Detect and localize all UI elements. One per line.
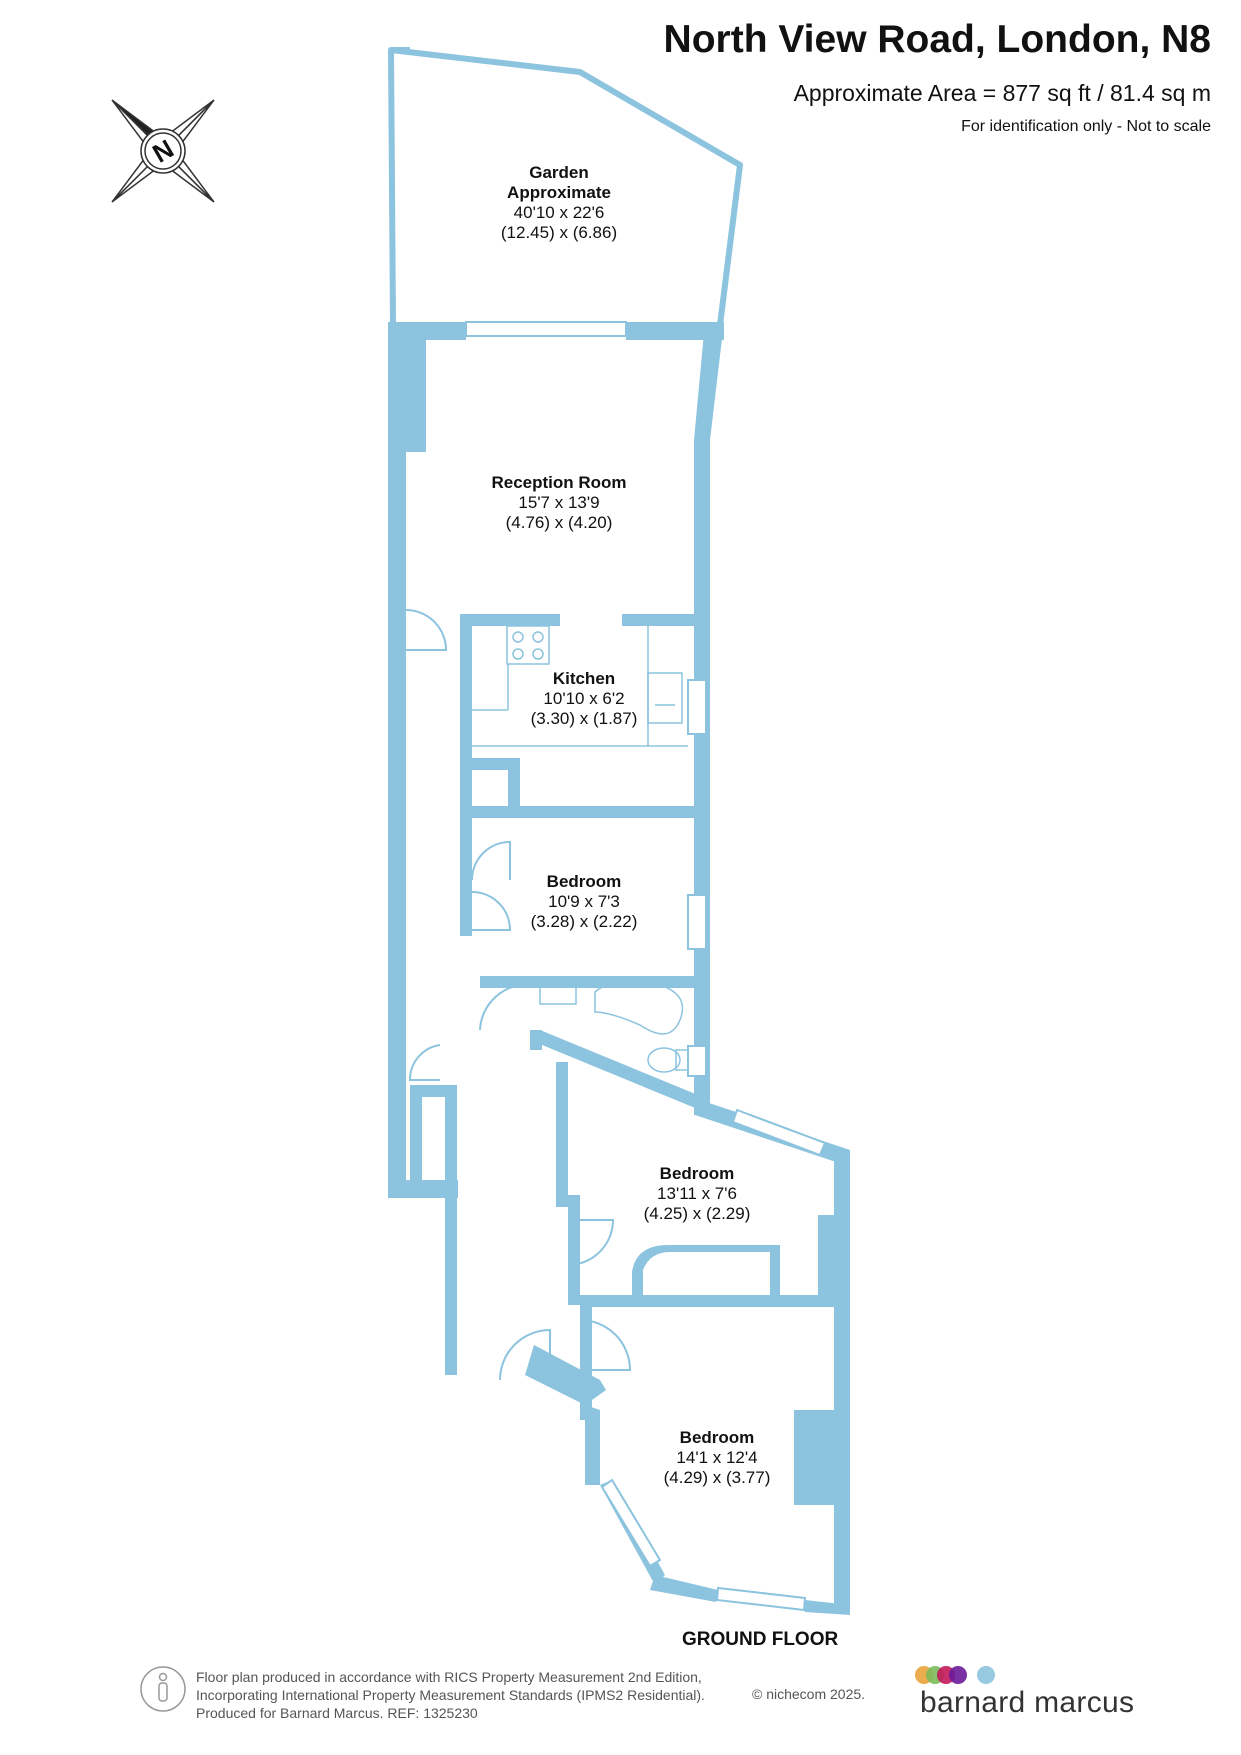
footer-line-1: Floor plan produced in accordance with R… — [196, 1669, 702, 1685]
windows — [465, 321, 827, 1612]
fixtures — [472, 625, 689, 1073]
room-metric: (3.28) x (2.22) — [530, 912, 638, 931]
room-name: Garden — [529, 163, 589, 182]
room-bedroom-3: Bedroom 14'1 x 12'4 (4.29) x (3.77) — [664, 1428, 771, 1488]
room-reception: Reception Room 15'7 x 13'9 (4.76) x (4.2… — [491, 473, 626, 533]
room-imperial: 10'9 x 7'3 — [548, 892, 620, 911]
footer-line-3: Produced for Barnard Marcus. REF: 132523… — [196, 1705, 478, 1721]
approximate-area: Approximate Area = 877 sq ft / 81.4 sq m — [793, 80, 1211, 106]
room-name: Bedroom — [659, 1164, 735, 1183]
room-metric: (3.30) x (1.87) — [530, 709, 638, 728]
room-imperial: 13'11 x 7'6 — [657, 1184, 737, 1203]
room-bedroom-1: Bedroom 10'9 x 7'3 (3.28) x (2.22) — [531, 872, 638, 932]
room-imperial: 40'10 x 22'6 — [513, 203, 605, 222]
room-name: Bedroom — [546, 872, 622, 891]
disclaimer: For identification only - Not to scale — [961, 118, 1211, 135]
room-kitchen: Kitchen 10'10 x 6'2 (3.30) x (1.87) — [531, 669, 638, 729]
page-title: North View Road, London, N8 — [663, 18, 1211, 61]
room-metric: (4.29) x (3.77) — [663, 1468, 771, 1487]
brand-logo-dots — [915, 1666, 995, 1684]
room-metric: (12.45) x (6.86) — [500, 223, 618, 242]
room-imperial: 10'10 x 6'2 — [543, 689, 625, 708]
room-name: Reception Room — [491, 473, 627, 492]
room-metric: (4.76) x (4.20) — [505, 513, 613, 532]
footer-line-2: Incorporating International Property Mea… — [196, 1687, 705, 1703]
compass-icon — [111, 99, 215, 203]
garden-boundary — [388, 47, 743, 326]
brand-logo-text: barnard marcus — [920, 1686, 1135, 1719]
room-garden: Garden Approximate 40'10 x 22'6 (12.45) … — [501, 163, 617, 243]
room-imperial: 14'1 x 12'4 — [676, 1448, 758, 1467]
room-metric: (4.25) x (2.29) — [643, 1204, 751, 1223]
person-icon — [140, 1666, 186, 1712]
doors — [405, 609, 632, 1381]
room-name: Kitchen — [552, 669, 616, 688]
floor-label: GROUND FLOOR — [682, 1629, 839, 1650]
footer-notes: Floor plan produced in accordance with R… — [196, 1668, 705, 1722]
copyright: © nichecom 2025. — [752, 1686, 866, 1702]
room-bedroom-2: Bedroom 13'11 x 7'6 (4.25) x (2.29) — [644, 1164, 751, 1224]
room-imperial: 15'7 x 13'9 — [518, 493, 600, 512]
room-name: Bedroom — [679, 1428, 755, 1447]
room-name-2: Approximate — [507, 183, 611, 202]
